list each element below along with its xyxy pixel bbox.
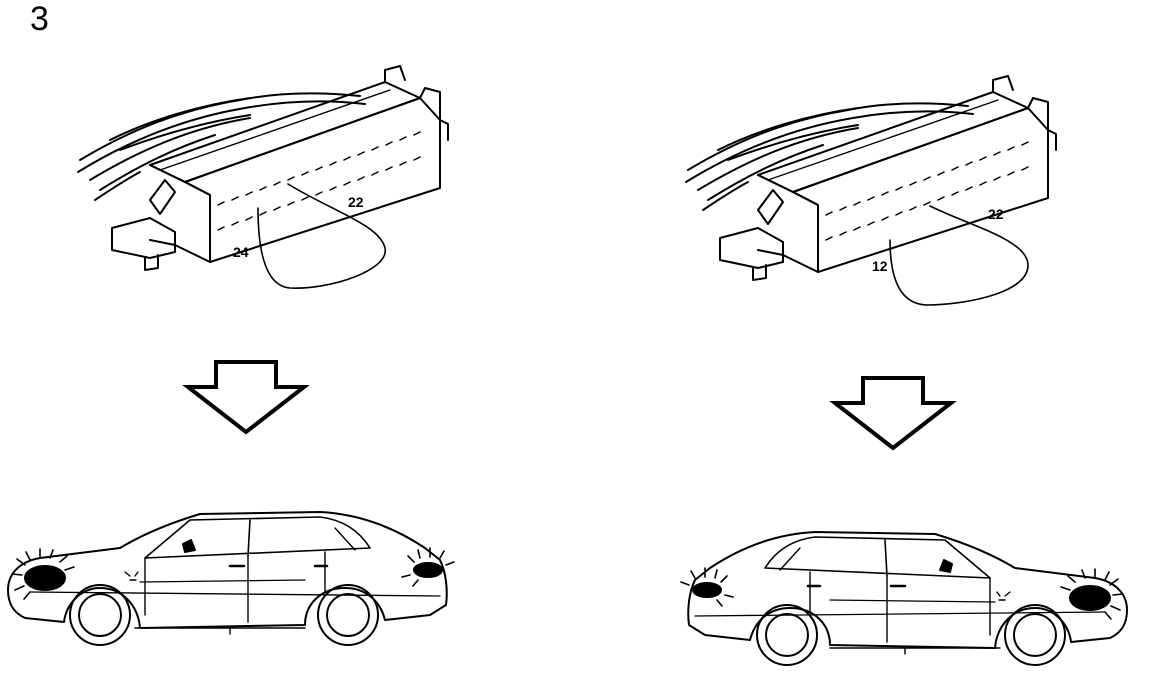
arrow-down-right <box>833 376 953 450</box>
pin-label-right-b: 12 <box>872 258 888 274</box>
car-right <box>679 530 1129 667</box>
pin-label-left-b: 24 <box>233 244 249 260</box>
connector-left <box>77 65 449 289</box>
jumper-wire-left <box>257 183 386 289</box>
arrow-down-left <box>186 360 306 434</box>
pin-label-left-a: 22 <box>348 194 364 210</box>
figure-number: 3 <box>30 0 49 38</box>
jumper-wire-right <box>889 205 1029 306</box>
connector-right <box>685 75 1057 306</box>
pin-label-right-a: 22 <box>988 206 1004 222</box>
car-left <box>6 510 456 647</box>
